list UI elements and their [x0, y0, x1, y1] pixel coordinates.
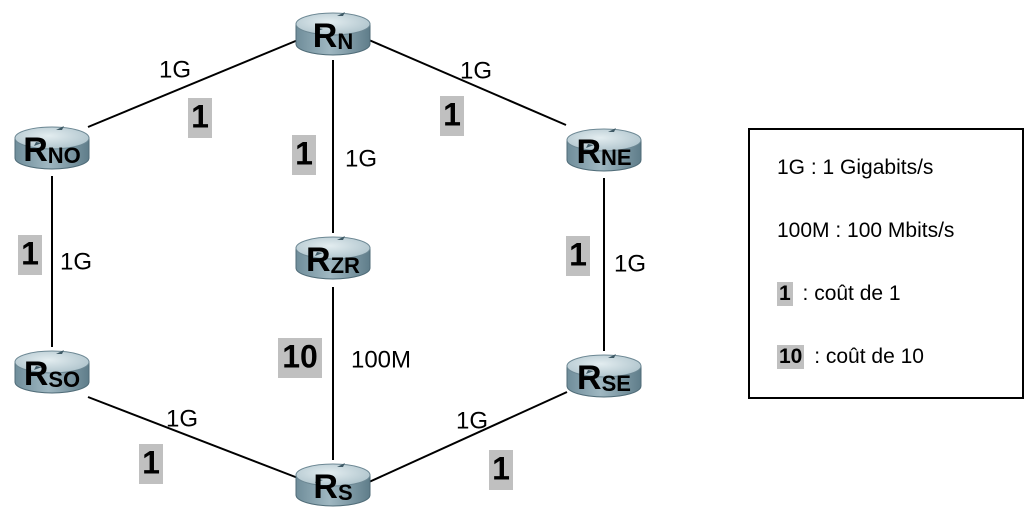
router-se: RSE [566, 354, 642, 398]
cost-badge: 10 [278, 338, 322, 378]
bandwidth-label: 1G [460, 57, 492, 84]
router-name: RN [313, 17, 353, 55]
legend-box: 1G : 1 Gigabits/s 100M : 100 Mbits/s 1 :… [748, 128, 1024, 399]
router-s: RS [295, 463, 371, 507]
router-no: RNO [14, 126, 90, 170]
bandwidth-label: 1G [60, 248, 92, 275]
bandwidth-label: 1G [159, 56, 191, 83]
router-n: RN [295, 12, 371, 56]
legend-cost-10-text: : coût de 10 [808, 345, 924, 368]
cost-value: 1 [191, 98, 209, 134]
cost-value: 1 [295, 135, 313, 171]
router-arrows [586, 354, 616, 374]
cost-badge-bg [278, 338, 322, 378]
legend-cost-10-badge: 10 [777, 345, 805, 369]
router-name: RNO [23, 131, 81, 169]
legend-row-bw-1g: 1G : 1 Gigabits/s [777, 156, 933, 180]
legend-cost-1-text: : coût de 1 [796, 282, 901, 305]
cost-badge-bg [440, 96, 464, 136]
bandwidth-label: 100M [351, 346, 411, 373]
cost-badge: 1 [188, 98, 212, 138]
bandwidth-label: 1G [166, 405, 198, 432]
router-name: RSE [577, 359, 631, 397]
router-top [566, 128, 642, 152]
cost-badge: 1 [292, 135, 316, 175]
router-arrows [315, 463, 345, 483]
router-name: RNE [576, 133, 631, 171]
router-name: RSO [24, 355, 80, 393]
link-no-n [87, 39, 299, 128]
router-ne: RNE [566, 128, 642, 172]
router-zr: RZR [295, 236, 371, 280]
cost-badge-bg [139, 444, 163, 484]
router-arrows [34, 126, 64, 146]
router-arrows [586, 128, 616, 148]
cost-badge-bg [188, 98, 212, 138]
router-so: RSO [14, 350, 90, 394]
legend-row-bw-100m: 100M : 100 Mbits/s [777, 219, 954, 243]
cost-badge: 1 [18, 235, 42, 275]
legend-row-cost-10: 10 : coût de 10 [777, 345, 924, 369]
router-name: RZR [306, 241, 360, 279]
cost-badge: 1 [566, 236, 590, 276]
router-top [295, 12, 371, 36]
router-arrows [315, 236, 345, 256]
cost-value: 1 [443, 96, 461, 132]
cost-badge-bg [18, 235, 42, 275]
link-s-se [368, 391, 568, 483]
router-top [14, 350, 90, 374]
cost-value: 1 [569, 236, 587, 272]
router-top [566, 354, 642, 378]
cost-badge-bg [566, 236, 590, 276]
router-name: RS [313, 468, 352, 506]
legend-bw-1g-text: 1G : 1 Gigabits/s [777, 156, 934, 179]
cost-badge: 1 [489, 450, 513, 490]
cost-value: 1 [142, 444, 160, 480]
cost-badge: 1 [440, 96, 464, 136]
cost-value: 1 [21, 235, 39, 271]
router-top [295, 236, 371, 260]
legend-bw-100m-text: 100M : 100 Mbits/s [777, 219, 955, 242]
router-arrows [315, 12, 345, 32]
cost-badge: 1 [139, 444, 163, 484]
cost-badge-bg [292, 135, 316, 175]
bandwidth-label: 1G [614, 250, 646, 277]
cost-badge-bg [489, 450, 513, 490]
bandwidth-label: 1G [345, 145, 377, 172]
cost-value: 1 [492, 450, 510, 486]
cost-value: 10 [282, 338, 318, 374]
link-n-ne [368, 39, 567, 126]
router-top [295, 463, 371, 487]
legend-row-cost-1: 1 : coût de 1 [777, 282, 901, 306]
router-top [14, 126, 90, 150]
router-arrows [34, 350, 64, 370]
legend-cost-1-badge: 1 [777, 282, 793, 306]
bandwidth-label: 1G [456, 407, 488, 434]
link-so-s [87, 396, 299, 479]
